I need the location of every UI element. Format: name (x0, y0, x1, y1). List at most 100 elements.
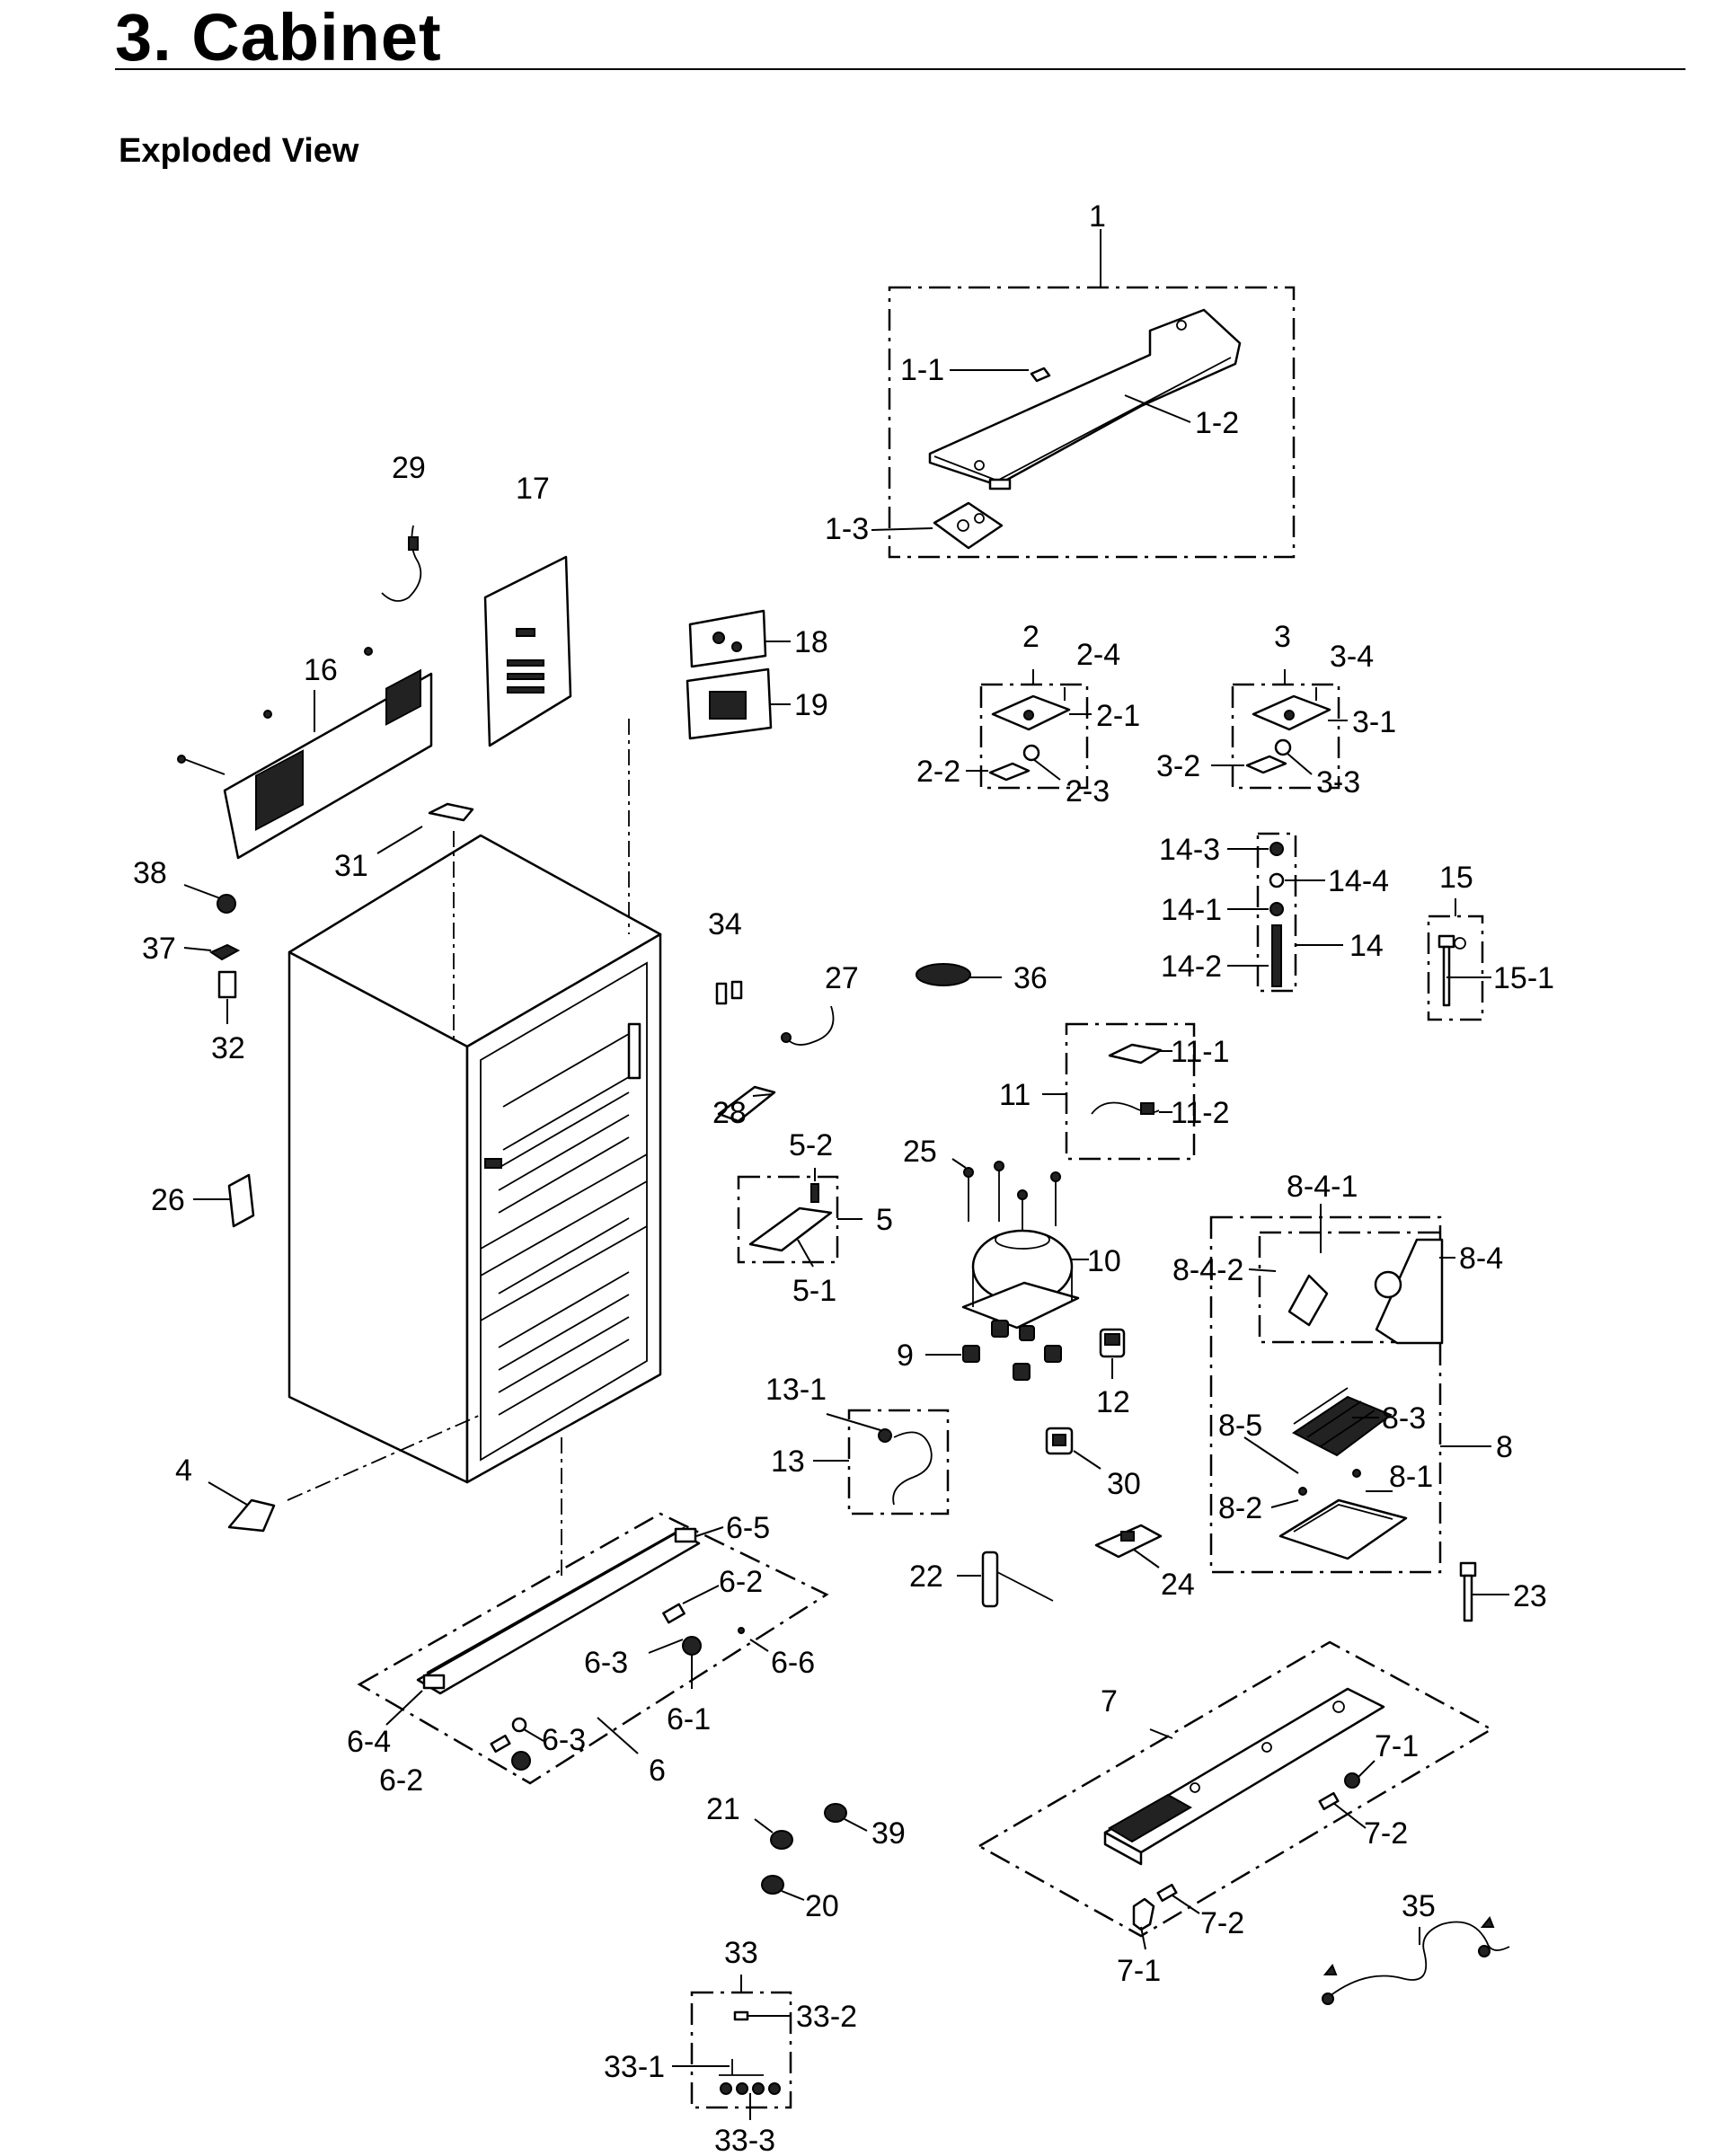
part-29-wire[interactable]: 29 (381, 451, 426, 602)
refrigerator-cabinet (287, 719, 662, 1581)
callout-17: 17 (516, 472, 550, 506)
callout-24: 24 (1161, 1568, 1195, 1602)
callout-2-2: 2-2 (916, 755, 960, 789)
callout-2: 2 (1022, 620, 1039, 654)
callout-22: 22 (909, 1560, 943, 1594)
callout-6-4: 6-4 (347, 1725, 391, 1759)
part-4-hinge[interactable]: 4 (175, 1454, 276, 1533)
part-23-tube[interactable]: 23 (1459, 1561, 1547, 1622)
callout-27: 27 (825, 961, 859, 995)
callout-21: 21 (706, 1792, 740, 1826)
callout-1: 1 (1089, 199, 1106, 234)
callout-19: 19 (794, 688, 828, 722)
callout-8-5: 8-5 (1218, 1409, 1262, 1443)
callout-5: 5 (876, 1203, 893, 1237)
callout-11-1: 11-1 (1171, 1035, 1230, 1069)
callout-6-1: 6-1 (667, 1702, 711, 1736)
part-27-sensor[interactable]: 27 (781, 961, 859, 1046)
part-group-15: 15 15-1 (1427, 861, 1554, 1021)
part-18-pcb[interactable]: 18 (688, 609, 828, 668)
callout-6-6: 6-6 (771, 1646, 815, 1680)
part-24-valve[interactable]: 24 (1094, 1524, 1195, 1602)
callout-23: 23 (1513, 1579, 1547, 1613)
callout-30: 30 (1107, 1467, 1141, 1501)
callout-38: 38 (133, 856, 167, 890)
callout-32: 32 (211, 1031, 245, 1065)
callout-26: 26 (151, 1183, 185, 1217)
part-37-clip[interactable]: 37 (142, 932, 241, 966)
callout-5-2: 5-2 (789, 1128, 833, 1162)
part-10-compressor[interactable]: 25 10 (903, 1135, 1121, 1330)
part-group-14: 14-3 14-4 14-1 14-2 14 (1159, 832, 1389, 993)
callout-12: 12 (1096, 1385, 1130, 1419)
callout-28: 28 (712, 1096, 747, 1130)
part-16-back-cover[interactable]: 16 (177, 647, 433, 860)
callout-16: 16 (304, 653, 338, 687)
callout-14: 14 (1349, 929, 1384, 963)
callout-8: 8 (1496, 1430, 1513, 1464)
callout-7: 7 (1101, 1684, 1118, 1719)
callout-1-2: 1-2 (1195, 406, 1239, 440)
callout-3-1: 3-1 (1352, 705, 1396, 739)
part-30-capacitor[interactable]: 30 (1045, 1427, 1141, 1501)
callout-8-4-2: 8-4-2 (1172, 1253, 1243, 1287)
part-21-spring[interactable]: 21 (706, 1792, 793, 1850)
part-group-33: 33 33-2 33-1 33-3 (604, 1936, 857, 2156)
callout-6-3a: 6-3 (584, 1646, 628, 1680)
callout-13-1: 13-1 (765, 1373, 827, 1407)
callout-25: 25 (903, 1135, 937, 1169)
part-20-spring[interactable]: 20 (761, 1875, 839, 1923)
part-group-11: 11-1 11-2 11 (999, 1022, 1230, 1161)
callout-15-1: 15-1 (1493, 961, 1554, 995)
callout-33: 33 (724, 1936, 758, 1970)
part-group-8: 8-4-1 8-4-2 8-4 8-3 8 8-5 8-1 8-2 (1172, 1170, 1513, 1574)
callout-1-1: 1-1 (900, 353, 944, 387)
callout-10: 10 (1087, 1244, 1121, 1278)
part-28-damper[interactable]: 28 (712, 1085, 776, 1130)
part-32-holder[interactable]: 32 (211, 970, 245, 1065)
callout-14-3: 14-3 (1159, 833, 1220, 867)
callout-7-2a: 7-2 (1364, 1816, 1408, 1851)
part-19-pcb[interactable]: 19 (686, 667, 828, 740)
callout-2-4: 2-4 (1076, 638, 1120, 672)
callout-6-2a: 6-2 (719, 1565, 763, 1599)
callout-1-3: 1-3 (825, 512, 869, 546)
callout-6-5: 6-5 (726, 1511, 770, 1545)
top-cover-bracket[interactable] (928, 308, 1242, 487)
callout-35: 35 (1402, 1889, 1436, 1923)
callout-34: 34 (708, 907, 742, 941)
section-subtitle: Exploded View (119, 132, 359, 170)
callout-8-3: 8-3 (1382, 1401, 1426, 1436)
callout-11: 11 (999, 1078, 1031, 1112)
callout-13: 13 (771, 1445, 805, 1479)
callout-8-1: 8-1 (1389, 1460, 1433, 1494)
part-34-pin[interactable]: 34 (708, 907, 743, 1005)
part-38-cap[interactable]: 38 (133, 856, 236, 914)
part-group-2: 2 2-4 2-1 2-2 2-3 (916, 620, 1140, 808)
callout-18: 18 (794, 625, 828, 659)
callout-3-2: 3-2 (1156, 749, 1200, 783)
callout-15: 15 (1439, 861, 1473, 895)
part-35-cord[interactable]: 35 (1322, 1889, 1510, 2005)
callout-36: 36 (1013, 961, 1048, 995)
callout-20: 20 (805, 1889, 839, 1923)
part-22-dryer[interactable]: 22 (909, 1551, 1054, 1608)
callout-5-1: 5-1 (792, 1274, 836, 1308)
callout-33-1: 33-1 (604, 2050, 665, 2084)
part-39-spring[interactable]: 39 (824, 1803, 906, 1851)
part-group-3: 3 3-4 3-1 3-2 3-3 (1156, 620, 1396, 800)
top-cover-screw[interactable] (1030, 367, 1051, 383)
callout-7-1b: 7-1 (1117, 1954, 1161, 1988)
part-9-grommets[interactable]: 9 (897, 1320, 1062, 1381)
part-17-panel[interactable]: 17 (483, 472, 572, 747)
part-31-hinge[interactable]: 31 (334, 802, 474, 883)
part-12-relay[interactable]: 12 (1096, 1328, 1130, 1419)
callout-3-4: 3-4 (1330, 640, 1374, 674)
callout-2-1: 2-1 (1096, 699, 1140, 733)
callout-39: 39 (871, 1816, 906, 1851)
part-36-fan[interactable]: 36 (916, 961, 1048, 995)
part-26-cover[interactable]: 26 (151, 1173, 255, 1228)
part-group-13: 13-1 13 (765, 1373, 950, 1515)
part-group-1: 1 1-1 1-2 1-3 (825, 199, 1296, 559)
